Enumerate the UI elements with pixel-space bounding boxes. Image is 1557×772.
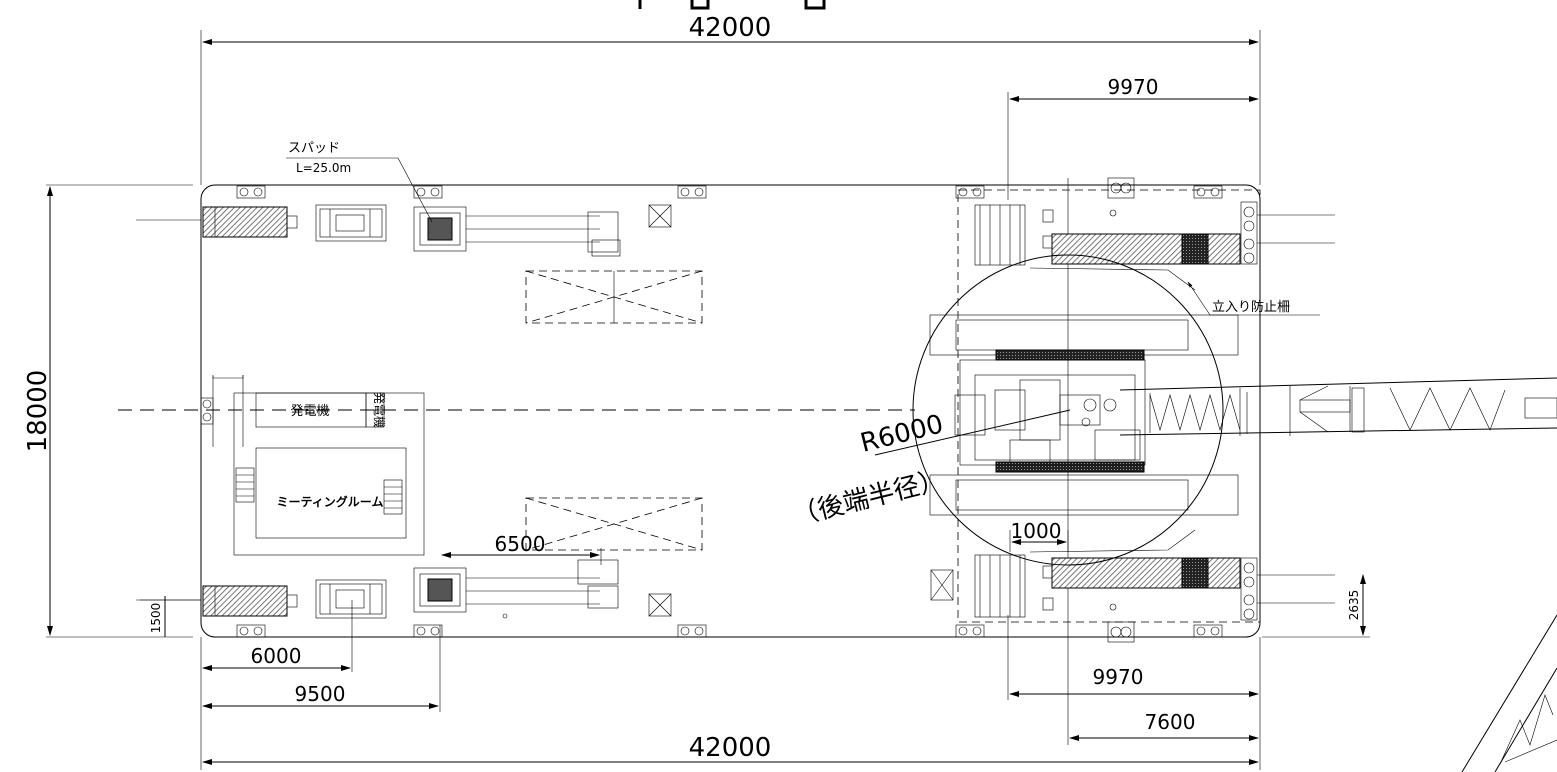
fence-callout: 立入り防止柵 (1187, 281, 1320, 316)
hatch-markers (648, 204, 954, 617)
fence-label: 立入り防止柵 (1212, 299, 1290, 315)
generator-label: 発電機 (290, 404, 329, 419)
radius-label: R6000 (857, 409, 946, 458)
crane-deck-area (957, 189, 1261, 623)
crane-unit (912, 209, 1239, 611)
dim-label-bottom: 42000 (689, 733, 772, 763)
dim-top-42000: 42000 (200, 13, 1261, 185)
left-bottom-spud-unit (136, 579, 387, 619)
dim-right-bottom: 9970 7600 (1007, 615, 1259, 745)
spud-label: スパッド (288, 141, 340, 156)
dim-label-9970-bottom: 9970 (1093, 665, 1144, 689)
spud-callout: スパッド L=25.0m (286, 141, 433, 223)
dim-label-9500: 9500 (295, 682, 346, 706)
dim-2635: 2635 (1262, 574, 1370, 638)
dim-6500: 6500 (441, 532, 602, 565)
storage-area-bottom (525, 497, 703, 551)
right-bottom-spud-unit (974, 554, 1335, 618)
dim-label-9970-top: 9970 (1108, 75, 1159, 99)
crane-boom (1119, 377, 1557, 436)
radius-note-label: （後端半径） (789, 465, 948, 532)
spud-guide-top (413, 206, 621, 257)
generator-small-label: 発電機 (372, 392, 387, 428)
right-top-spud-unit (974, 204, 1335, 266)
dim-right-top-9970: 9970 (1007, 75, 1259, 200)
dim-label-18000: 18000 (23, 370, 53, 453)
bollards (200, 177, 1258, 643)
dim-label-6500: 6500 (495, 532, 546, 556)
dim-bottom-left: 6000 9500 1500 (140, 596, 441, 770)
dim-label-1000: 1000 (1011, 519, 1062, 543)
dim-label-6000: 6000 (251, 644, 302, 668)
meeting-room-label: ミーティングルーム (277, 494, 384, 509)
corner-boom-fragment (1461, 614, 1557, 772)
storage-area-top (525, 270, 703, 324)
left-top-spud-unit (136, 204, 387, 242)
spud-guide-bottom (413, 559, 619, 619)
dim-bottom-42000: 42000 (202, 637, 1261, 770)
title-fragment (638, 0, 826, 10)
dim-label-1500: 1500 (149, 603, 163, 634)
spud-length-label: L=25.0m (296, 161, 351, 175)
dim-left-18000: 18000 (23, 186, 53, 636)
generator-room-block: 発電機 発電機 ミーティングルーム (212, 375, 425, 556)
dim-1000: 1000 (1009, 519, 1069, 552)
dim-label-7600: 7600 (1145, 710, 1196, 734)
dim-label-top: 42000 (689, 13, 772, 43)
dim-label-2635: 2635 (1347, 590, 1361, 621)
